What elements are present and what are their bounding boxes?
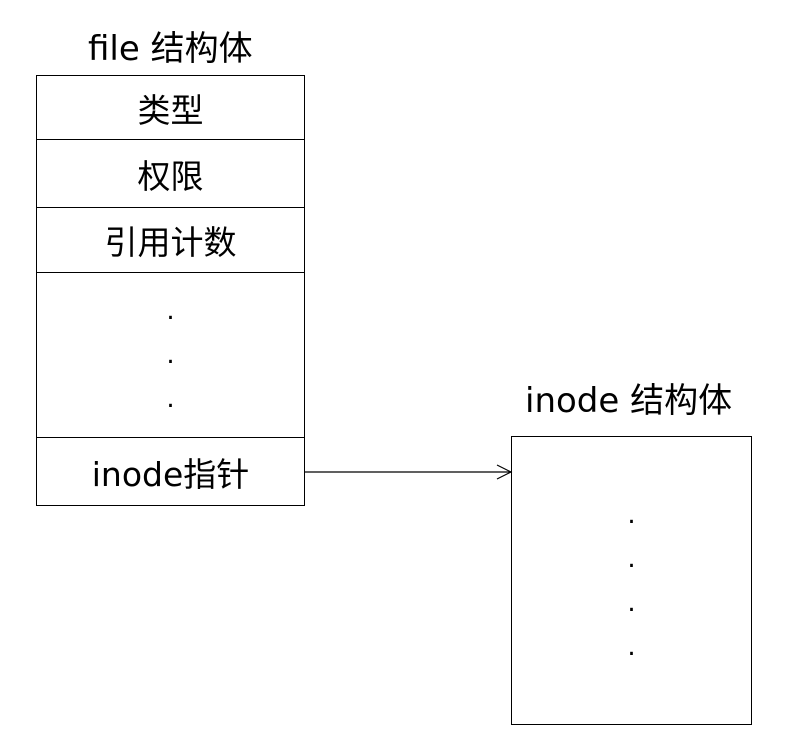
inode-struct-title: inode 结构体: [525, 381, 733, 421]
ellipsis-dot: .: [627, 587, 636, 618]
file-ellipsis: . . .: [37, 273, 304, 438]
ellipsis-dot: .: [627, 499, 636, 530]
field-ref-count: 引用计数: [37, 208, 304, 273]
field-inode-pointer: inode指针: [91, 454, 250, 494]
ellipsis-dot: .: [627, 543, 636, 574]
field-permission: 权限: [37, 140, 304, 208]
file-struct-title: file 结构体: [88, 29, 253, 69]
file-struct-box: 类型 权限 引用计数 . . . inode指针: [36, 75, 305, 506]
inode-struct-box: . . . .: [511, 436, 752, 725]
field-type: 类型: [37, 76, 304, 140]
ellipsis-dot: .: [166, 296, 175, 326]
inode-ellipsis: . . . .: [627, 493, 635, 669]
ellipsis-dot: .: [166, 340, 175, 370]
ellipsis-dot: .: [627, 631, 636, 662]
ellipsis-dot: .: [166, 384, 175, 414]
